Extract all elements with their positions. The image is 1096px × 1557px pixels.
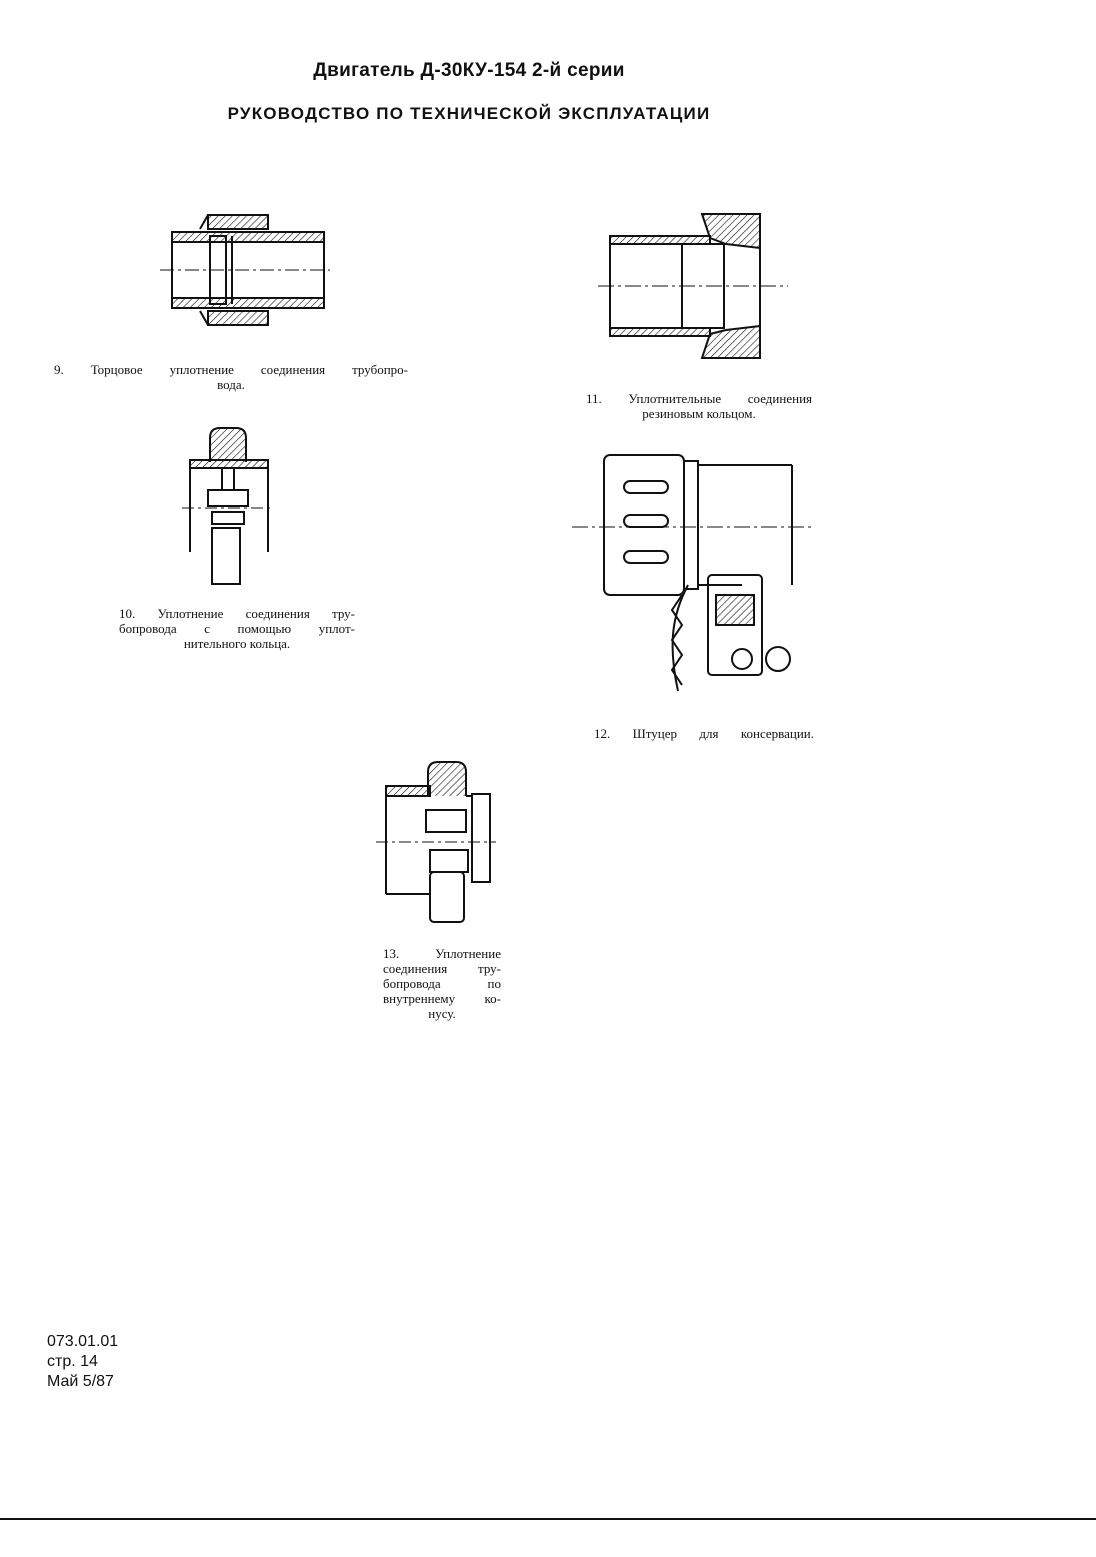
figure-11-caption-line-1: 11. Уплотнительные соединения <box>586 391 812 406</box>
figure-10-caption-line-3: нительного кольца. <box>183 636 291 651</box>
figure-9-drawing <box>160 214 330 326</box>
figure-10-number: 10. <box>119 606 136 621</box>
figure-13-caption-line-1: 13. Уплотнение <box>383 946 501 961</box>
figure-10-caption-line-2: бопровода с помощью уплот- <box>119 621 355 636</box>
figure-9-caption-line-2: вода. <box>217 377 245 392</box>
footer-doc-code: 073.01.01 <box>47 1333 119 1350</box>
figure-11-drawing <box>598 213 788 359</box>
figure-9-text-1: Торцовое уплотнение соединения трубопро- <box>90 362 408 377</box>
figure-12-drawing <box>572 454 812 692</box>
bottom-rule <box>0 1518 1096 1520</box>
footer-date: Май 5/87 <box>47 1373 114 1390</box>
figure-13-caption: 13. Уплотнение соединения тру- бопровода… <box>383 946 501 1021</box>
figure-9-number: 9. <box>54 362 64 377</box>
figure-13-caption-line-2: соединения тру- <box>383 961 501 976</box>
figure-10-text-1: Уплотнение соединения тру- <box>157 606 355 621</box>
figure-13-text-1: Уплотнение <box>435 946 501 961</box>
footer-page-number: стр. 14 <box>47 1353 98 1370</box>
figure-13-caption-line-3: бопровода по <box>383 976 501 991</box>
figure-13-drawing <box>376 761 496 923</box>
figure-12-number: 12. <box>594 726 611 741</box>
figure-13-caption-line-5: нусу. <box>428 1006 456 1021</box>
document-title: Двигатель Д-30КУ-154 2-й серии <box>313 60 625 81</box>
figure-10-drawing <box>182 427 274 585</box>
figure-10-caption-line-1: 10. Уплотнение соединения тру- <box>119 606 355 621</box>
figure-12-caption-line-1: 12. Штуцер для консервации. <box>594 726 814 741</box>
figure-11-caption: 11. Уплотнительные соединения резиновым … <box>586 391 812 421</box>
figure-9-caption-line-1: 9. Торцовое уплотнение соединения трубоп… <box>54 362 408 377</box>
figure-13-caption-line-4: внутреннему ко- <box>383 991 501 1006</box>
figure-11-number: 11. <box>586 391 602 406</box>
figure-12-caption: 12. Штуцер для консервации. <box>594 726 814 741</box>
figure-11-text-1: Уплотнительные соединения <box>628 391 813 406</box>
figure-11-caption-line-2: резиновым кольцом. <box>642 406 756 421</box>
figure-12-text-1: Штуцер для консервации. <box>632 726 815 741</box>
figure-9-caption: 9. Торцовое уплотнение соединения трубоп… <box>54 362 408 392</box>
document-subtitle: РУКОВОДСТВО ПО ТЕХНИЧЕСКОЙ ЭКСПЛУАТАЦИИ <box>227 104 711 123</box>
figure-13-number: 13. <box>383 946 400 961</box>
figure-10-caption: 10. Уплотнение соединения тру- бопровода… <box>119 606 355 651</box>
